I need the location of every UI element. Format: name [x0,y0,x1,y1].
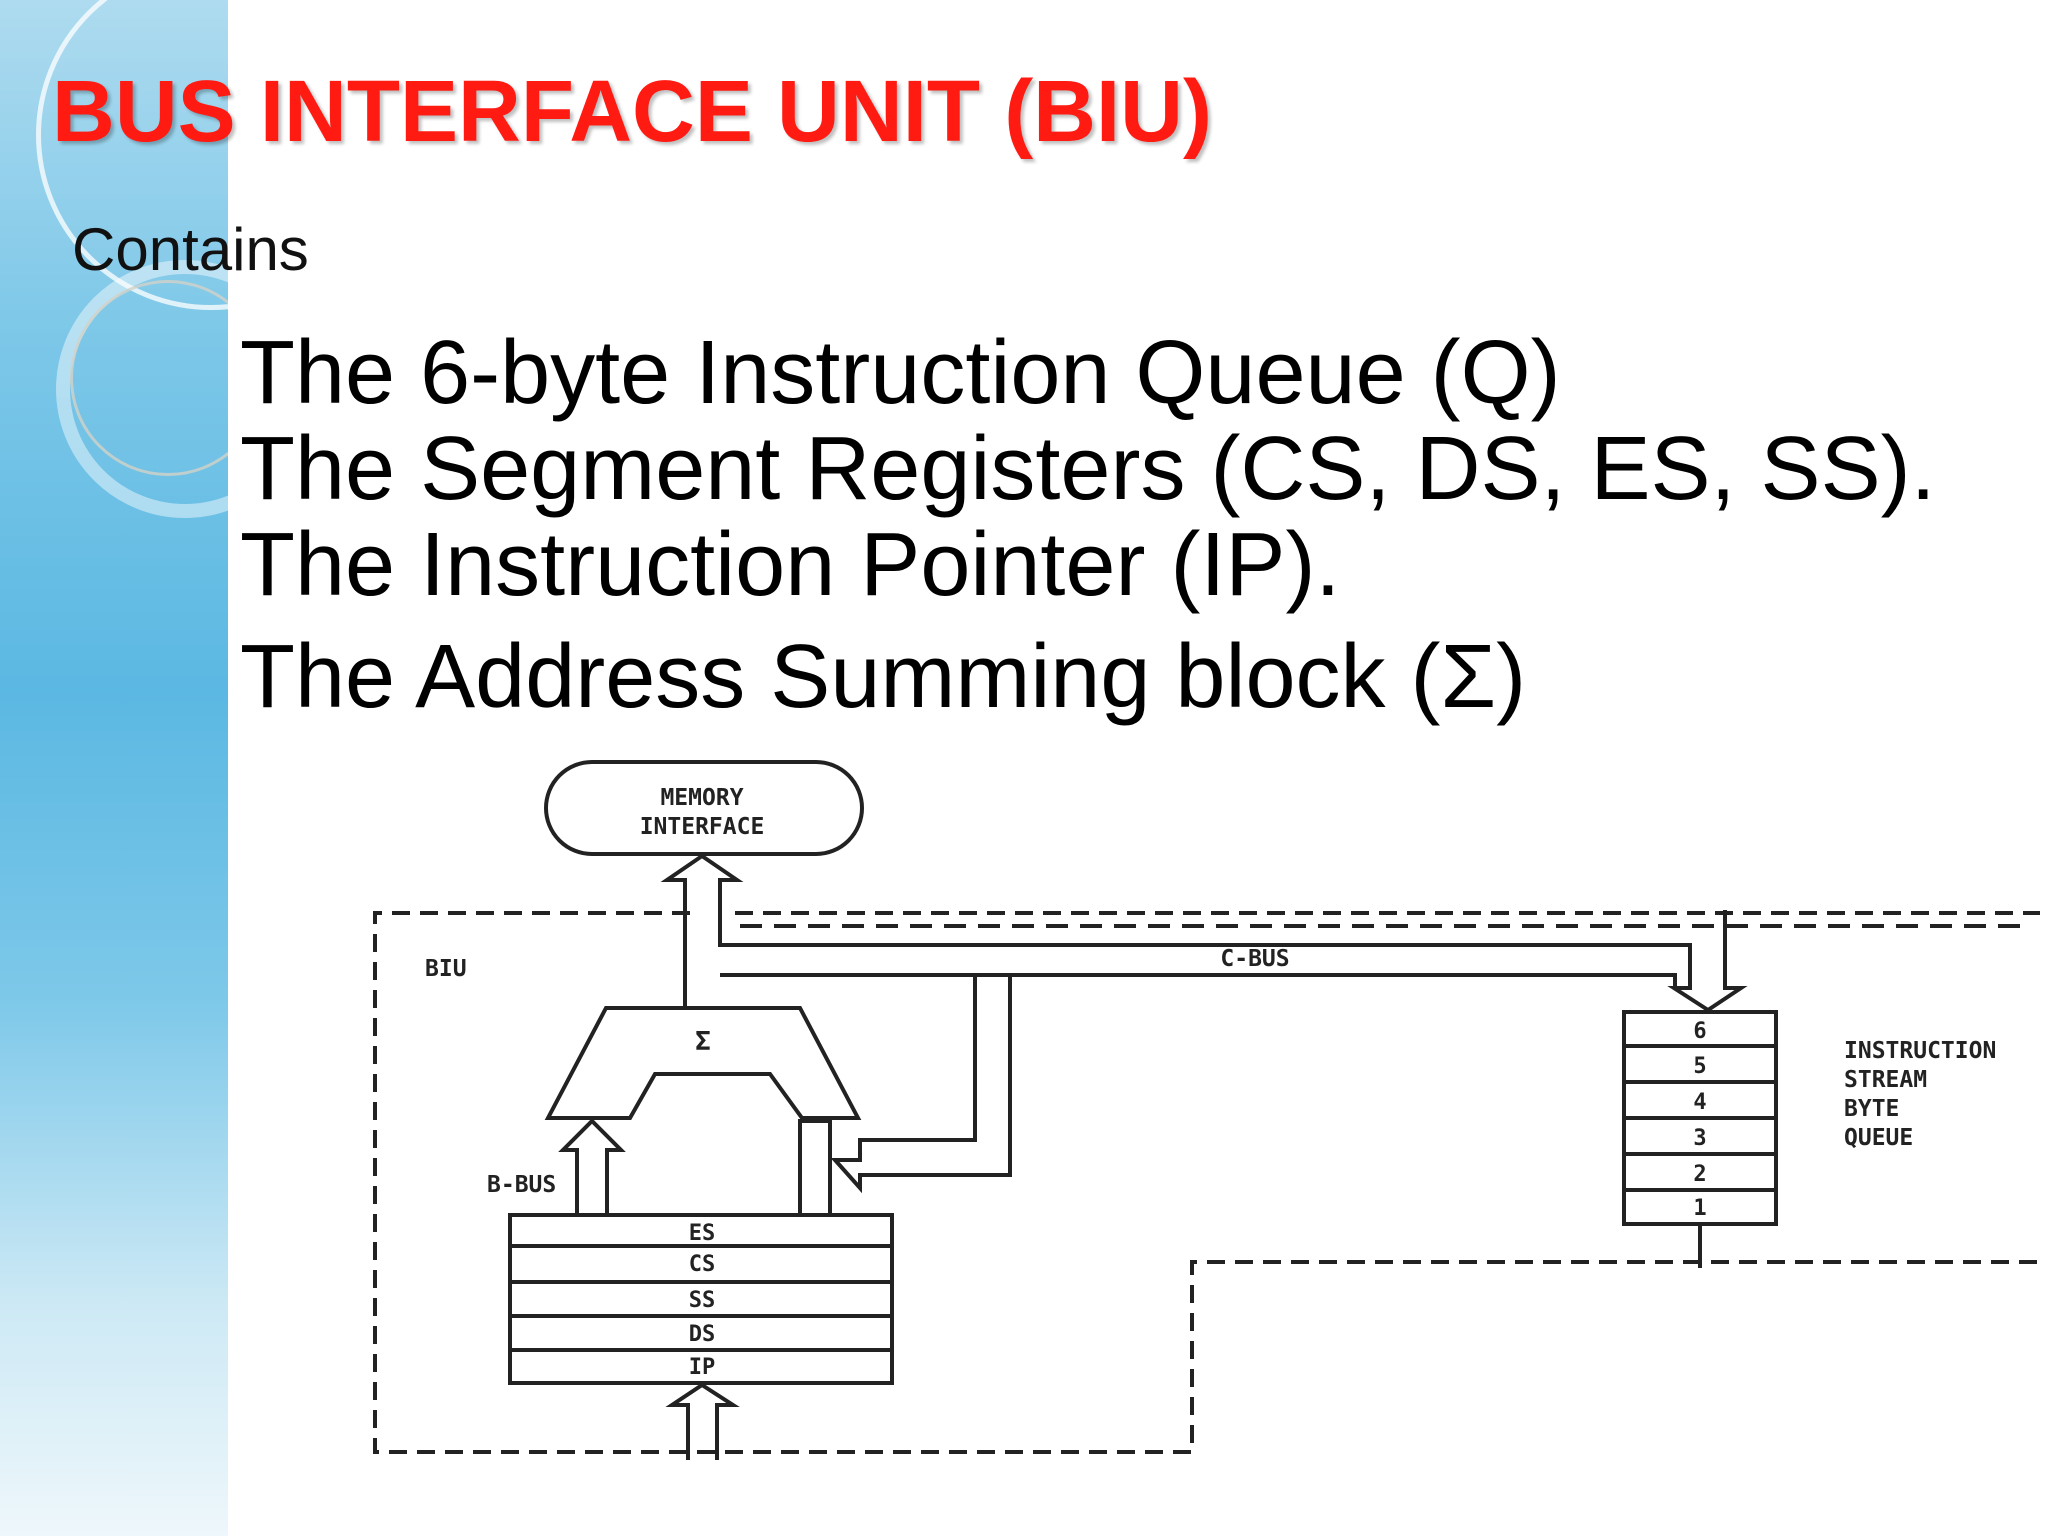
queue-label-4: QUEUE [1844,1125,1913,1151]
bullet-instruction-pointer: The Instruction Pointer (IP). [240,515,1341,615]
queue-slot-5: 5 [1693,1054,1706,1079]
ip-input-arrow [665,1382,740,1460]
sigma-block [544,1006,862,1120]
biu-label: BIU [425,956,467,982]
biu-block-diagram: MEMORY INTERFACE BIU C-BUS Σ B-BUS ES CS… [373,760,2040,1460]
bullet-list: The 6-byte Instruction Queue (Q) The Seg… [240,325,1936,725]
intro-text: Contains [72,216,309,283]
b-bus-arrow [558,1118,626,1215]
register-ss: SS [689,1288,716,1313]
queue-slot-2: 2 [1693,1162,1706,1187]
queue-label-3: BYTE [1844,1096,1899,1122]
queue-slot-4: 4 [1693,1090,1706,1115]
c-bus-loop [720,973,1012,1194]
b-bus-label: B-BUS [487,1172,556,1198]
queue-slot-6: 6 [1693,1019,1706,1044]
memory-bus-arrow [660,853,1748,1013]
memory-interface-label-1: MEMORY [660,785,743,811]
queue-label-2: STREAM [1844,1067,1927,1093]
biu-boundary [373,911,2040,1454]
queue-slot-3: 3 [1693,1126,1706,1151]
register-cs: CS [689,1252,716,1277]
bullet-address-summing: The Address Summing block (Σ) [240,627,1527,727]
c-bus-line [720,973,1677,988]
queue-slot-1: 1 [1693,1196,1706,1221]
c-bus-label: C-BUS [1220,946,1289,972]
bullet-instruction-queue: The 6-byte Instruction Queue (Q) [240,323,1561,423]
register-ip: IP [689,1355,716,1380]
register-ds: DS [689,1322,716,1347]
sigma-label: Σ [695,1027,711,1057]
queue-label-1: INSTRUCTION [1844,1038,1996,1064]
decorative-side-band [0,0,228,1536]
bullet-segment-registers: The Segment Registers (CS, DS, ES, SS). [240,419,1936,519]
segment-register-stack [508,1213,894,1385]
register-es: ES [689,1221,716,1246]
memory-interface-box [544,760,864,856]
slide-title: BUS INTERFACE UNIT (BIU) [52,63,1212,160]
memory-interface-label-2: INTERFACE [640,814,765,840]
register-to-sigma-arrow [798,1119,832,1215]
